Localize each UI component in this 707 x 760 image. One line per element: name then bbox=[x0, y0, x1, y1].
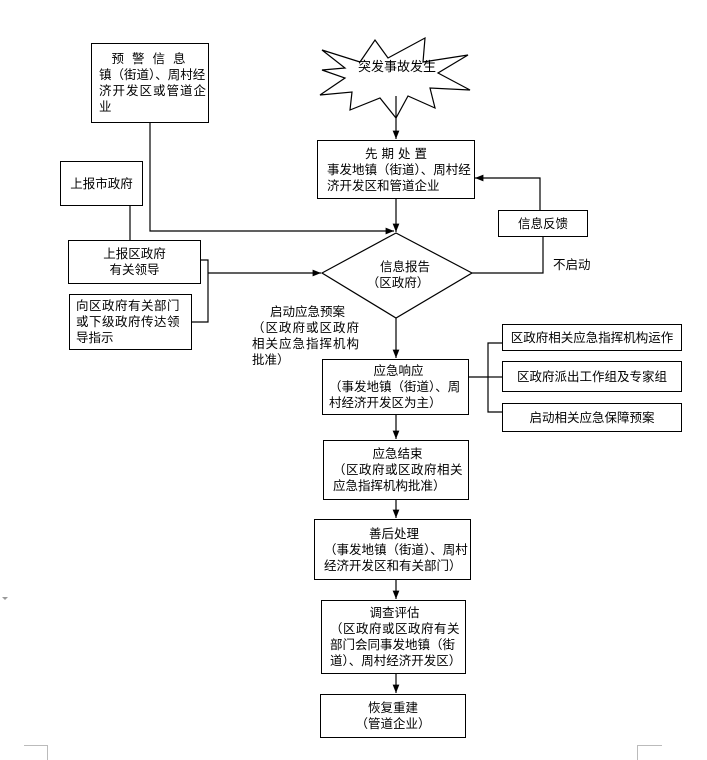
warning-info-title: 预 警 信 息 bbox=[111, 51, 188, 66]
report-city-gov-label: 上报市政府 bbox=[70, 175, 133, 191]
emergency-end-title: 应急结束 bbox=[372, 446, 423, 461]
recovery-box: 恢复重建 （管道企业） bbox=[320, 694, 466, 738]
investigation-line: 道）、周村经济开发区） bbox=[330, 653, 462, 668]
initial-response-line: 事发地镇（街道）、周村经 bbox=[327, 161, 471, 177]
investigation-line: （区政府或区政府有关 bbox=[330, 621, 461, 636]
command-operation-box: 区政府相关应急指挥机构运作 bbox=[502, 324, 682, 351]
page-marker-icon bbox=[2, 597, 8, 600]
dispatch-team-box: 区政府派出工作组及专家组 bbox=[502, 361, 682, 392]
aftermath-line: 经济开发区和有关部门） bbox=[324, 557, 462, 573]
emergency-end-line: （区政府或区政府相关 bbox=[333, 462, 464, 477]
initial-response-line: 济开发区和管道企业 bbox=[327, 177, 440, 193]
info-report-label: 信息报告 （区政府） bbox=[366, 259, 430, 291]
relay-instructions-box: 向区政府有关部门 或下级政府传达领 导指示 bbox=[69, 294, 192, 350]
recovery-title: 恢复重建 bbox=[367, 700, 418, 715]
support-plan-label: 启动相关应急保障预案 bbox=[529, 409, 655, 425]
not-activated-label: 不启动 bbox=[553, 257, 591, 272]
emergency-end-box: 应急结束 （区政府或区政府相关 应急指挥机构批准） bbox=[323, 440, 469, 500]
investigation-box: 调查评估 （区政府或区政府有关 部门会同事发地镇（街 道）、周村经济开发区） bbox=[321, 600, 466, 674]
info-report-title: 信息报告 bbox=[380, 259, 431, 274]
page-corner-mark-right bbox=[637, 745, 662, 760]
emergency-response-box: 应急响应 （事发地镇（街道）、周 村经济开发区为主） bbox=[322, 359, 469, 415]
activate-plan-line: 批准） bbox=[252, 352, 290, 367]
emergency-response-line: 村经济开发区为主） bbox=[329, 395, 442, 410]
info-feedback-label: 信息反馈 bbox=[517, 215, 568, 231]
warning-info-line: 济开发区或管道企 bbox=[99, 83, 208, 98]
report-district-leaders-line: 上报区政府 bbox=[103, 246, 166, 261]
investigation-title: 调查评估 bbox=[369, 605, 420, 620]
relay-instructions-line: 向区政府有关部门 bbox=[76, 298, 181, 313]
aftermath-line: （事发地镇（街道）、周村 bbox=[324, 541, 468, 557]
info-report-subtitle: （区政府） bbox=[366, 275, 430, 290]
activate-plan-line: 启动应急预案 bbox=[270, 304, 346, 319]
incident-starburst-shape bbox=[319, 36, 471, 120]
relay-instructions-line: 导指示 bbox=[76, 330, 114, 345]
aftermath-title: 善后处理 bbox=[368, 525, 419, 541]
support-plan-box: 启动相关应急保障预案 bbox=[502, 403, 682, 432]
investigation-line: 部门会同事发地镇（街 bbox=[330, 637, 456, 652]
info-feedback-box: 信息反馈 bbox=[498, 210, 588, 237]
relay-instructions-line: 或下级政府传达领 bbox=[76, 314, 181, 329]
activate-plan-label: 启动应急预案 （区政府或区政府 相关应急指挥机构 批准） bbox=[252, 304, 360, 368]
warning-info-line: 业 bbox=[99, 99, 112, 114]
activate-plan-line: （区政府或区政府 bbox=[252, 320, 361, 335]
warning-info-line: 镇（街道）、周村经 bbox=[99, 67, 206, 82]
emergency-end-line: 应急指挥机构批准） bbox=[333, 478, 446, 493]
warning-info-box: 预 警 信 息 镇（街道）、周村经 济开发区或管道企 业 bbox=[91, 43, 209, 123]
emergency-response-title: 应急响应 bbox=[373, 363, 424, 378]
command-operation-label: 区政府相关应急指挥机构运作 bbox=[510, 329, 674, 345]
report-city-gov-box: 上报市政府 bbox=[60, 161, 143, 206]
dispatch-team-label: 区政府派出工作组及专家组 bbox=[516, 368, 667, 384]
activate-plan-line: 相关应急指挥机构 bbox=[252, 336, 361, 351]
emergency-response-line: （事发地镇（街道）、周 bbox=[329, 379, 461, 394]
recovery-subtitle: （管道企业） bbox=[355, 716, 431, 731]
aftermath-box: 善后处理 （事发地镇（街道）、周村 经济开发区和有关部门） bbox=[314, 519, 471, 580]
report-district-leaders-line: 有关领导 bbox=[109, 262, 160, 277]
incident-label: 突发事故发生 bbox=[358, 60, 437, 75]
page-corner-mark-left bbox=[24, 745, 48, 760]
report-district-leaders-box: 上报区政府 有关领导 bbox=[68, 240, 201, 284]
initial-response-box: 先 期 处 置 事发地镇（街道）、周村经 济开发区和管道企业 bbox=[317, 140, 475, 199]
initial-response-title: 先 期 处 置 bbox=[365, 145, 427, 161]
